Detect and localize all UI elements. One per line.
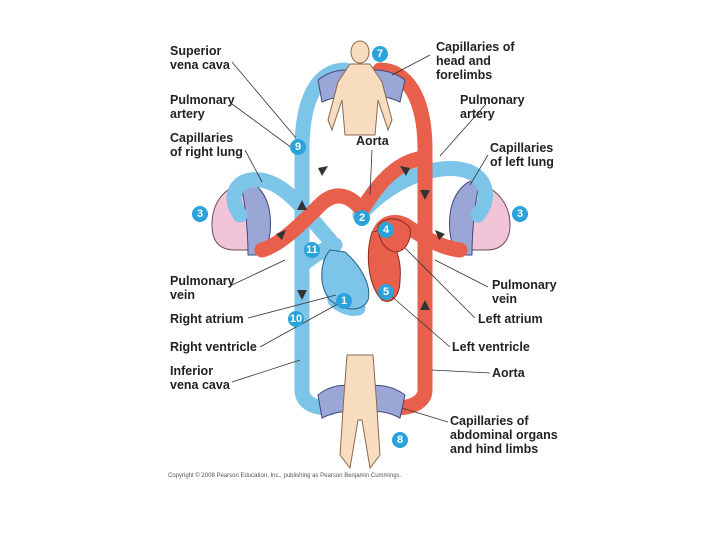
- badge-1: 1: [336, 293, 352, 309]
- label-pulmonary-vein-left: Pulmonary vein: [492, 278, 557, 306]
- upper-body-figure: [327, 40, 393, 136]
- label-aorta-bottom: Aorta: [492, 366, 525, 380]
- label-inferior-vena-cava: Inferior vena cava: [170, 364, 230, 392]
- right-atrium-shape: [321, 249, 370, 310]
- badge-9: 9: [290, 139, 306, 155]
- badge-5: 5: [378, 284, 394, 300]
- label-capillaries-left-lung: Capillaries of left lung: [490, 141, 554, 169]
- leader-lines: [231, 54, 491, 423]
- copyright-notice: Copyright © 2008 Pearson Education, Inc.…: [168, 473, 402, 479]
- label-right-ventricle: Right ventricle: [170, 340, 257, 354]
- label-capillaries-head: Capillaries of head and forelimbs: [436, 40, 515, 82]
- badge-7: 7: [372, 46, 388, 62]
- badge-8: 8: [392, 432, 408, 448]
- label-left-atrium: Left atrium: [478, 312, 543, 326]
- label-pulmonary-artery-left: Pulmonary artery: [460, 93, 525, 121]
- label-capillaries-right-lung: Capillaries of right lung: [170, 131, 243, 159]
- label-right-atrium: Right atrium: [170, 312, 244, 326]
- badge-4: 4: [378, 222, 394, 238]
- label-pulmonary-vein-right: Pulmonary vein: [170, 274, 235, 302]
- label-pulmonary-artery-right: Pulmonary artery: [170, 93, 235, 121]
- badge-2: 2: [354, 210, 370, 226]
- label-capillaries-abdominal: Capillaries of abdominal organs and hind…: [450, 414, 558, 456]
- label-left-ventricle: Left ventricle: [452, 340, 530, 354]
- label-superior-vena-cava: Superior vena cava: [170, 44, 230, 72]
- flow-arrows: [276, 166, 445, 310]
- lower-body-figure: [339, 354, 381, 470]
- label-aorta-top: Aorta: [356, 134, 389, 148]
- badge-10: 10: [288, 311, 304, 327]
- badge-11: 11: [304, 242, 320, 258]
- badge-3-right: 3: [512, 206, 528, 222]
- badge-3-left: 3: [192, 206, 208, 222]
